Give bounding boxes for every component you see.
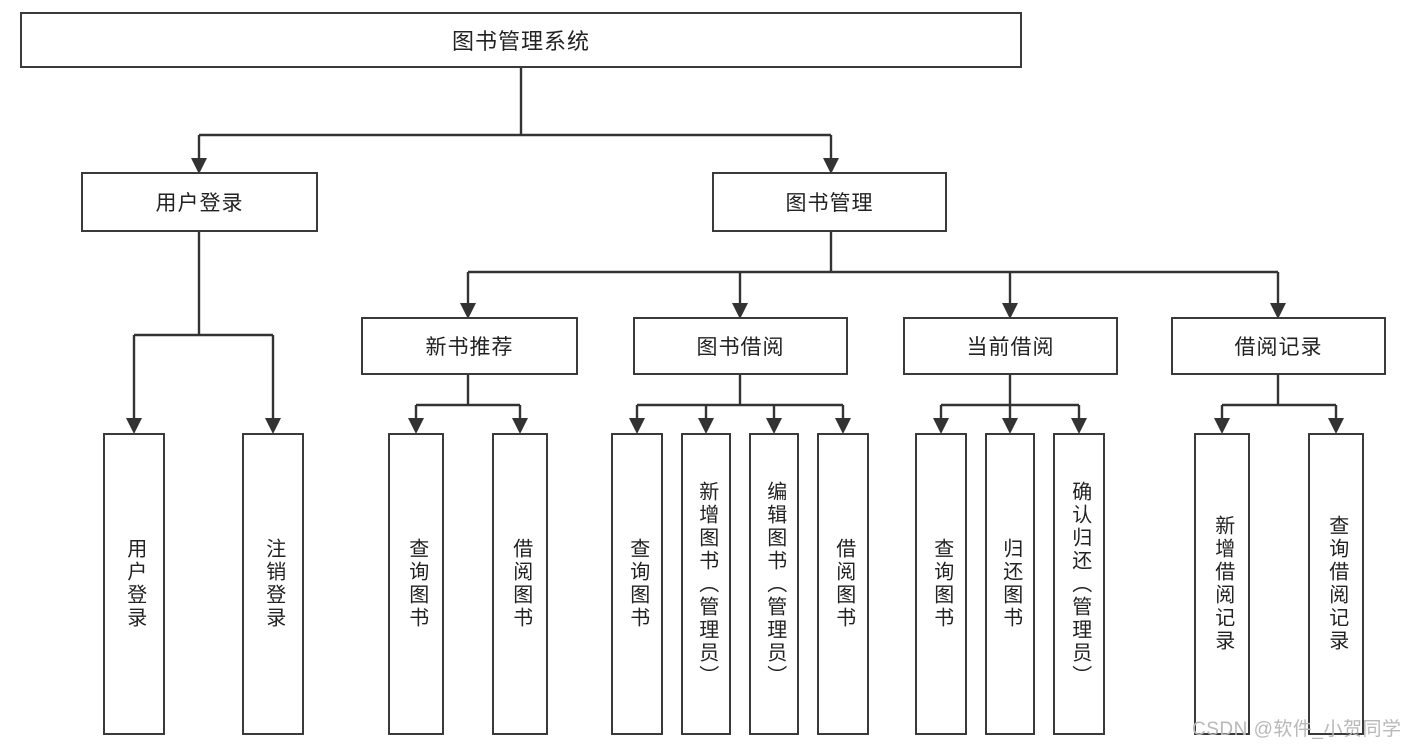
node-label: 借阅记录 bbox=[1234, 336, 1323, 359]
node-borrow-records[interactable]: 借阅记录 bbox=[1171, 317, 1386, 375]
arrow-bb-add-book bbox=[698, 418, 714, 434]
arrow-leaf-user-login bbox=[126, 418, 142, 434]
arrow-cb-return-book bbox=[1002, 418, 1018, 434]
arrow-nb-borrow-book bbox=[512, 418, 528, 434]
arrow-br-query-record bbox=[1328, 418, 1344, 434]
node-label: 图书管理系统 bbox=[451, 29, 590, 54]
csdn-watermark: CSDN @软件_小贺同学 bbox=[1192, 719, 1402, 740]
node-label: 查询图书 bbox=[405, 538, 428, 630]
node-label: 查询图书 bbox=[930, 538, 953, 630]
leaf-bb-borrow-book[interactable]: 借阅图书 bbox=[817, 433, 869, 735]
node-label: 确认归还（管理员） bbox=[1068, 480, 1091, 688]
leaf-br-query-record[interactable]: 查询借阅记录 bbox=[1308, 433, 1364, 735]
node-label: 编辑图书（管理员） bbox=[763, 480, 786, 688]
leaf-logout[interactable]: 注销登录 bbox=[242, 433, 304, 735]
arrow-cb-query-book bbox=[933, 418, 949, 434]
node-label: 注销登录 bbox=[262, 538, 285, 630]
leaf-bb-add-book[interactable]: 新增图书（管理员） bbox=[681, 433, 731, 735]
node-new-book-recommend[interactable]: 新书推荐 bbox=[361, 317, 578, 375]
node-label: 查询图书 bbox=[626, 538, 649, 630]
node-label: 用户登录 bbox=[123, 538, 146, 630]
arrow-leaf-logout bbox=[265, 418, 281, 434]
node-current-borrow[interactable]: 当前借阅 bbox=[903, 317, 1118, 375]
leaf-cb-confirm-return[interactable]: 确认归还（管理员） bbox=[1053, 433, 1105, 735]
node-label: 借阅图书 bbox=[509, 538, 532, 630]
leaf-nb-borrow-book[interactable]: 借阅图书 bbox=[492, 433, 548, 735]
node-label: 新增图书（管理员） bbox=[695, 480, 718, 688]
arrow-bb-query-book bbox=[629, 418, 645, 434]
node-label: 新书推荐 bbox=[425, 336, 514, 359]
node-label: 查询借阅记录 bbox=[1325, 515, 1348, 653]
leaf-br-add-record[interactable]: 新增借阅记录 bbox=[1194, 433, 1250, 735]
node-book-management[interactable]: 图书管理 bbox=[712, 172, 947, 232]
node-label: 图书管理 bbox=[785, 192, 874, 215]
node-label: 归还图书 bbox=[999, 538, 1022, 630]
leaf-nb-query-book[interactable]: 查询图书 bbox=[388, 433, 444, 735]
arrow-bb-borrow-book bbox=[835, 418, 851, 434]
leaf-bb-edit-book[interactable]: 编辑图书（管理员） bbox=[749, 433, 799, 735]
leaf-cb-query-book[interactable]: 查询图书 bbox=[915, 433, 967, 735]
leaf-bb-query-book[interactable]: 查询图书 bbox=[611, 433, 663, 735]
arrow-cb-confirm-return bbox=[1071, 418, 1087, 434]
leaf-cb-return-book[interactable]: 归还图书 bbox=[985, 433, 1035, 735]
node-label: 图书借阅 bbox=[696, 336, 785, 359]
node-book-borrow[interactable]: 图书借阅 bbox=[633, 317, 848, 375]
node-label: 借阅图书 bbox=[832, 538, 855, 630]
arrow-nb-query-book bbox=[408, 418, 424, 434]
arrow-bb-edit-book bbox=[766, 418, 782, 434]
node-root-system[interactable]: 图书管理系统 bbox=[20, 12, 1022, 68]
leaf-user-login[interactable]: 用户登录 bbox=[103, 433, 165, 735]
node-label: 用户登录 bbox=[155, 192, 244, 215]
node-label: 新增借阅记录 bbox=[1211, 515, 1234, 653]
node-label: 当前借阅 bbox=[966, 336, 1055, 359]
arrow-br-add-record bbox=[1214, 418, 1230, 434]
node-user-login[interactable]: 用户登录 bbox=[81, 172, 318, 232]
